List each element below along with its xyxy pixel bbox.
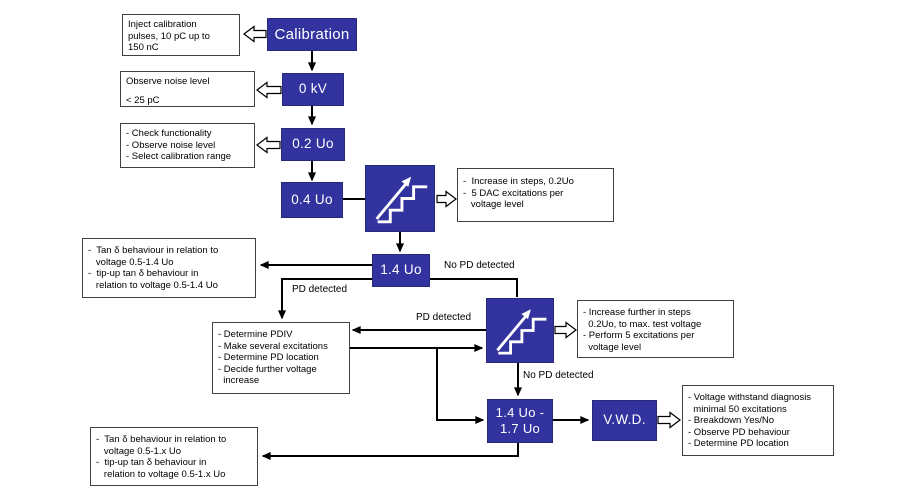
note-line: - 5 DAC excitations per <box>463 187 564 199</box>
note-line: - Voltage withstand diagnosis <box>688 392 812 403</box>
note-observe-noise: Observe noise level < 25 pC <box>120 71 255 107</box>
note-line: pulses, 10 pC up to <box>128 30 210 42</box>
hollow-arrow-left-icon <box>256 81 282 99</box>
edge-14uo-no-pd-to-stairs2 <box>430 278 518 297</box>
hollow-arrow-right-icon <box>657 411 681 429</box>
node-04uo: 0.4 Uo <box>281 182 343 218</box>
note-increase-steps-1: - Increase in steps, 0.2Uo - 5 DAC excit… <box>457 168 614 222</box>
note-line: voltage 0.5-1.4 Uo <box>88 256 174 268</box>
note-line: - Determine PDIV <box>218 329 293 340</box>
note-line: - Decide further voltage <box>218 363 317 375</box>
note-line: minimal 50 excitations <box>688 403 787 415</box>
edge-pdiv-branch-to-1417uo <box>436 348 485 425</box>
note-increase-steps-2: - Increase further in steps 0.2Uo, to ma… <box>577 300 734 358</box>
note-line: - Observe noise level <box>126 139 216 151</box>
note-line: relation to voltage 0.5-1.4 Uo <box>88 279 218 291</box>
note-line: - Check functionality <box>126 128 212 139</box>
node-0kv: 0 kV <box>282 73 344 106</box>
note-line: voltage level <box>583 341 642 353</box>
note-check-functionality: - Check functionality - Observe noise le… <box>120 123 255 168</box>
note-line: - tip-up tan δ behaviour in <box>96 457 207 468</box>
note-line: - Tan δ behaviour in relation to <box>88 245 219 256</box>
note-line: voltage 0.5-1.x Uo <box>96 445 182 457</box>
staircase-arrow-icon <box>375 176 428 224</box>
node-14-17uo-line2: 1.7 Uo <box>499 421 541 436</box>
hollow-arrow-left-icon <box>243 25 267 43</box>
note-line: - Increase further in steps <box>583 307 691 318</box>
node-step-increase-2 <box>486 298 554 363</box>
edge-label-no-pd-detected-lower: No PD detected <box>523 370 594 381</box>
node-vwd: V.W.D. <box>592 400 657 441</box>
note-line: Inject calibration <box>128 19 197 30</box>
note-line: - Observe PD behaviour <box>688 426 790 438</box>
note-tan-delta-1x: - Tan δ behaviour in relation to voltage… <box>90 427 258 486</box>
hollow-arrow-right-icon <box>554 321 577 339</box>
note-line: - Determine PD location <box>688 438 789 449</box>
note-line: < 25 pC <box>126 94 160 106</box>
note-line: Observe noise level <box>126 76 210 87</box>
staircase-arrow-icon <box>496 309 547 355</box>
note-determine-pdiv: - Determine PDIV - Make several excitati… <box>212 322 350 394</box>
note-line: - Make several excitations <box>218 340 328 352</box>
node-14uo: 1.4 Uo <box>372 254 430 287</box>
note-line: - Breakdown Yes/No <box>688 415 775 426</box>
note-line: - Select calibration range <box>126 151 232 162</box>
note-line: - Tan δ behaviour in relation to <box>96 434 227 445</box>
node-02uo: 0.2 Uo <box>281 128 345 161</box>
note-line: - Increase in steps, 0.2Uo <box>463 176 574 187</box>
node-14-17uo-line1: 1.4 Uo - <box>495 405 545 421</box>
hollow-arrow-right-icon <box>436 190 457 208</box>
note-voltage-withstand: - Voltage withstand diagnosis minimal 50… <box>682 385 834 456</box>
note-line: - tip-up tan δ behaviour in <box>88 268 199 279</box>
node-calibration: Calibration <box>267 18 357 51</box>
note-line: relation to voltage 0.5-1.x Uo <box>96 468 226 480</box>
edge-label-no-pd-detected-upper: No PD detected <box>444 260 515 271</box>
note-tan-delta-14: - Tan δ behaviour in relation to voltage… <box>82 238 256 298</box>
edge-14uo-pd-detected-to-pdiv <box>277 278 372 320</box>
note-line: voltage level <box>463 199 524 210</box>
note-line: - Perform 5 excitations per <box>583 330 695 341</box>
node-14-17uo: 1.4 Uo - 1.7 Uo <box>487 399 553 443</box>
note-line: - Determine PD location <box>218 352 319 363</box>
note-inject-calibration: Inject calibration pulses, 10 pC up to 1… <box>122 14 240 56</box>
note-line: 0.2Uo, to max. test voltage <box>583 318 702 330</box>
edge-1417uo-to-tan1x-note <box>261 443 519 461</box>
edge-label-pd-detected-lower: PD detected <box>416 312 472 323</box>
node-step-increase-1 <box>365 165 435 232</box>
note-line: 150 nC <box>128 42 159 53</box>
note-line: increase <box>218 375 260 386</box>
edge-label-pd-detected-upper: PD detected <box>292 284 348 295</box>
hollow-arrow-left-icon <box>256 136 281 154</box>
